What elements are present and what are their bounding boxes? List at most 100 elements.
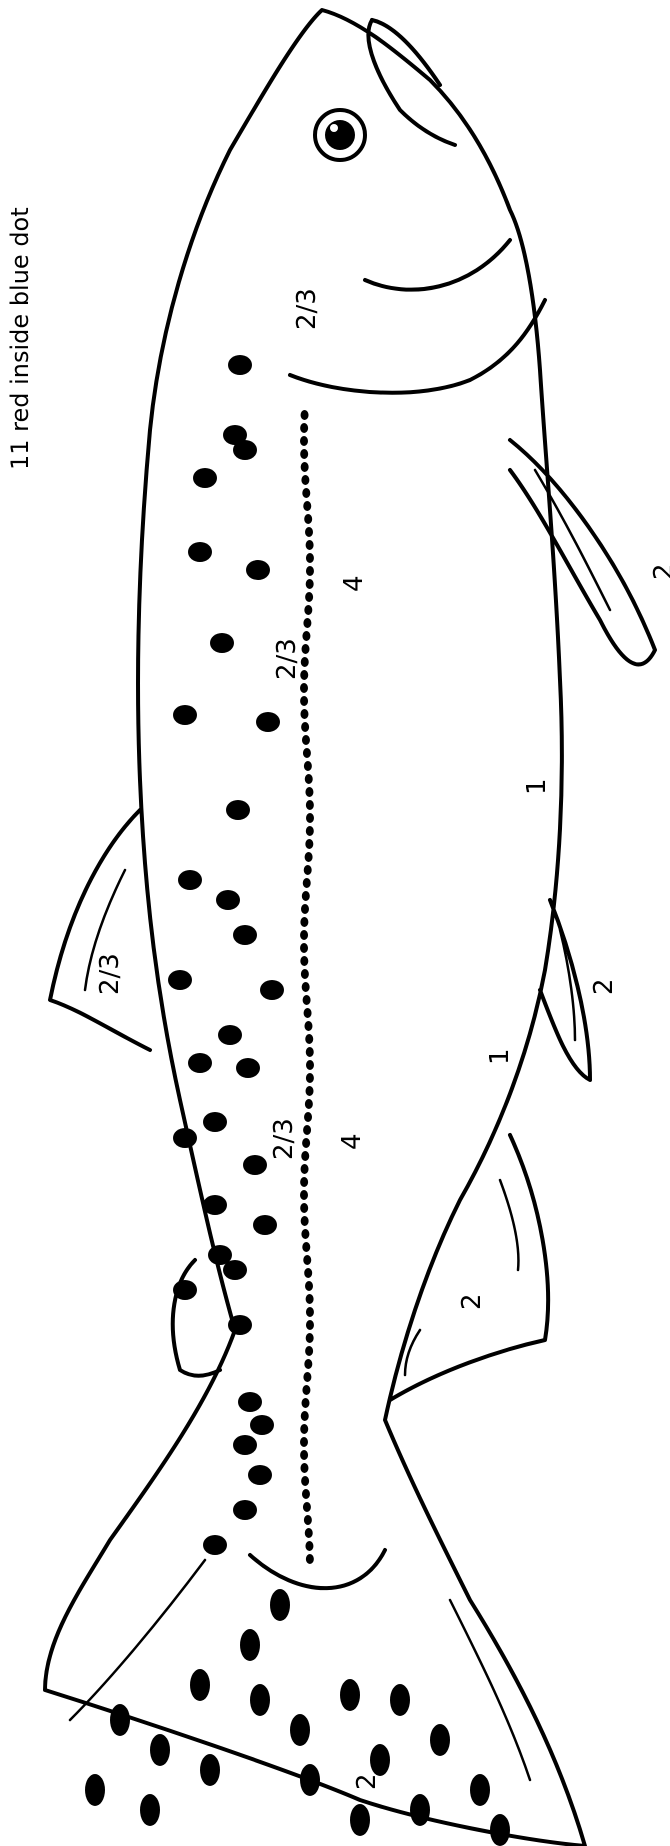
body-spot	[193, 468, 217, 488]
gill-line-outer	[290, 300, 545, 393]
lateral-line-dot	[302, 891, 310, 901]
lateral-line-dot	[305, 1034, 313, 1044]
lateral-line-dot	[303, 1255, 311, 1265]
body-spot	[233, 925, 257, 945]
lateral-line-dot	[300, 1463, 308, 1473]
lateral-line-dot	[305, 1541, 313, 1551]
body-spot	[203, 1535, 227, 1555]
lateral-line-dot	[300, 423, 308, 433]
lateral-line-dot	[305, 527, 313, 537]
eye-pupil	[325, 120, 355, 150]
lateral-line-dot	[306, 553, 314, 563]
body-spot	[210, 633, 234, 653]
body-spot	[223, 1260, 247, 1280]
lateral-line-dot	[306, 800, 314, 810]
body-spot	[203, 1112, 227, 1132]
tail-spot	[410, 1794, 430, 1826]
lateral-line-dot	[304, 514, 312, 524]
tail-spot	[370, 1744, 390, 1776]
lateral-line-dot	[306, 540, 314, 550]
lateral-line-dot	[301, 410, 309, 420]
label-body-upper-b: 2/3	[269, 1118, 299, 1160]
tail-spot	[390, 1684, 410, 1716]
body-spot	[173, 705, 197, 725]
lateral-line-dot	[301, 722, 309, 732]
tail-spot	[110, 1704, 130, 1736]
lateral-line-dot	[302, 1138, 310, 1148]
body-spot	[253, 1215, 277, 1235]
lateral-line-dot	[302, 735, 310, 745]
body-spot	[233, 1435, 257, 1455]
anal-fin-ray	[500, 1180, 518, 1270]
lateral-line-dot	[302, 644, 310, 654]
lateral-line-dot	[300, 1424, 308, 1434]
lateral-line-dot	[303, 1125, 311, 1135]
lateral-line-dots	[300, 410, 314, 1564]
body-spot	[173, 1280, 197, 1300]
body-spot	[168, 970, 192, 990]
pelvic-fin	[540, 900, 590, 1080]
label-dorsal-fin: 2/3	[95, 953, 125, 995]
lateral-line-dot	[305, 1346, 313, 1356]
lateral-line-dot	[300, 930, 308, 940]
lateral-line-dot	[303, 1502, 311, 1512]
lateral-line-dot	[300, 1437, 308, 1447]
body-spot	[203, 1195, 227, 1215]
lateral-line-dot	[306, 566, 314, 576]
lateral-line-dot	[300, 917, 308, 927]
lateral-line-dot	[301, 1216, 309, 1226]
lateral-line-dot	[302, 1398, 310, 1408]
lateral-line-dot	[304, 1359, 312, 1369]
lateral-line-dot	[301, 1164, 309, 1174]
body-spot	[260, 980, 284, 1000]
lateral-line-dot	[305, 592, 313, 602]
anal-fin	[390, 1135, 548, 1400]
label-belly-a: 1	[522, 778, 552, 795]
lateral-line-dot	[305, 839, 313, 849]
label-pectoral-fin: 2	[649, 563, 670, 580]
body-spot	[188, 1053, 212, 1073]
label-lateral-line-b: 4	[337, 1133, 367, 1150]
body-spot	[228, 1315, 252, 1335]
fish-body-outline	[45, 10, 585, 1846]
lateral-line-dot	[304, 761, 312, 771]
lateral-line-dot	[300, 436, 308, 446]
lateral-line-dot	[304, 1112, 312, 1122]
body-spot	[246, 560, 270, 580]
lateral-line-dot	[302, 1242, 310, 1252]
lateral-line-dot	[306, 1047, 314, 1057]
lateral-line-dot	[305, 852, 313, 862]
tail-spot	[290, 1714, 310, 1746]
lateral-line-dot	[300, 709, 308, 719]
gill-line-inner	[365, 240, 510, 290]
body-spot	[250, 1415, 274, 1435]
lateral-line-dot	[302, 1385, 310, 1395]
lateral-line-dot	[300, 943, 308, 953]
lateral-line-dot	[304, 1021, 312, 1031]
lateral-line-dot	[304, 605, 312, 615]
label-belly-b: 1	[485, 1048, 515, 1065]
lateral-line-dot	[301, 475, 309, 485]
tail-spot	[240, 1629, 260, 1661]
eye-highlight	[330, 124, 338, 132]
lateral-line-dot	[304, 1008, 312, 1018]
body-spot	[256, 712, 280, 732]
tail-spot	[490, 1814, 510, 1846]
lateral-line-dot	[300, 1203, 308, 1213]
lateral-line-dot	[305, 1281, 313, 1291]
tail-spot	[190, 1669, 210, 1701]
lateral-line-dot	[300, 956, 308, 966]
jaw	[372, 20, 440, 85]
lateral-line-dot	[305, 774, 313, 784]
lateral-line-dot	[300, 1177, 308, 1187]
lateral-line-dot	[303, 748, 311, 758]
body-spot	[243, 1155, 267, 1175]
lateral-line-dot	[306, 1554, 314, 1564]
lateral-line-dot	[306, 1073, 314, 1083]
lateral-line-dot	[305, 1528, 313, 1538]
lateral-line-dot	[301, 904, 309, 914]
label-anal-fin: 2	[457, 1293, 487, 1310]
body-spot	[216, 890, 240, 910]
tail-spot	[270, 1589, 290, 1621]
